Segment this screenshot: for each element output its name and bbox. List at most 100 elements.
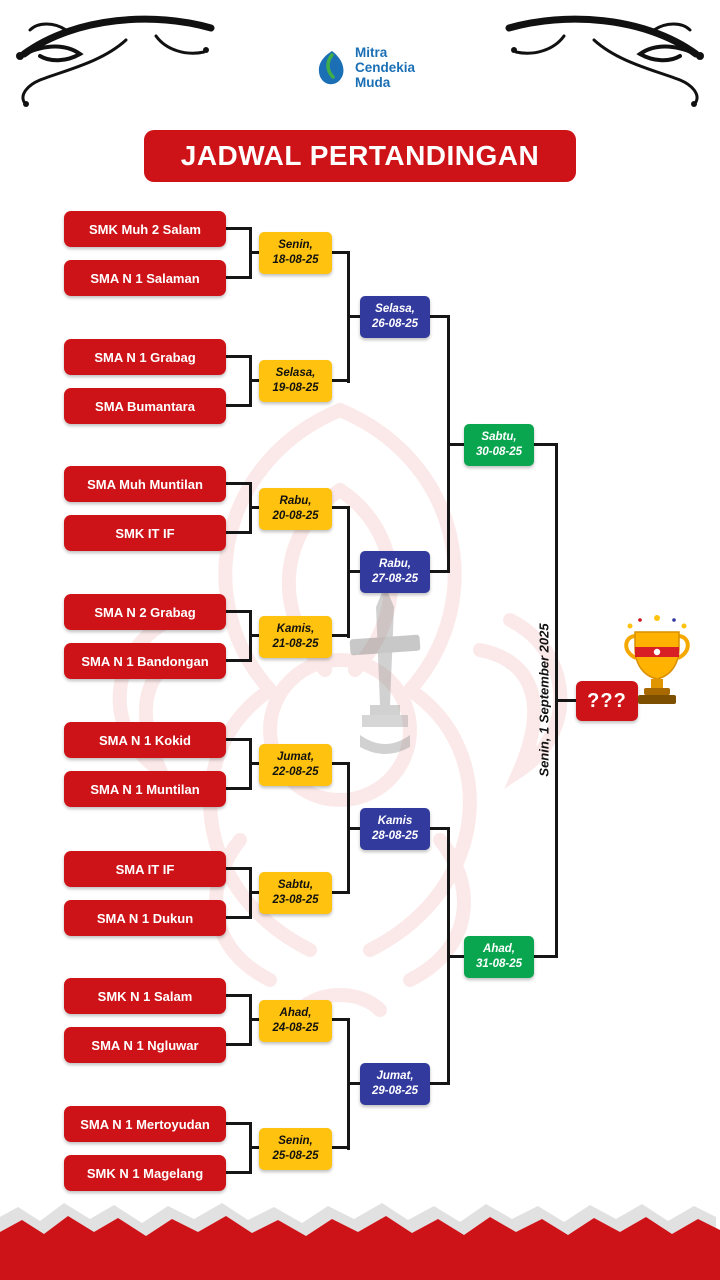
bracket-line <box>226 531 252 534</box>
match-date-round1: Kamis, 21-08-25 <box>259 616 332 658</box>
team-box: SMK N 1 Magelang <box>64 1155 226 1191</box>
bracket-line <box>249 506 262 509</box>
logo-line-3: Muda <box>355 74 391 90</box>
bracket-line <box>226 867 252 870</box>
match-date-round1: Rabu, 20-08-25 <box>259 488 332 530</box>
team-name: SMA Bumantara <box>95 398 195 414</box>
match-day: Kamis, <box>276 623 315 636</box>
corner-flourish-right-icon <box>505 15 704 107</box>
team-box: SMA N 1 Mertoyudan <box>64 1106 226 1142</box>
match-date-round1: Senin, 25-08-25 <box>259 1128 332 1170</box>
bracket-line <box>447 955 464 958</box>
match-date: 22-08-25 <box>272 766 319 778</box>
bracket-line <box>249 251 262 254</box>
team-box: SMA N 1 Dukun <box>64 900 226 936</box>
match-day: Selasa, <box>275 367 316 380</box>
bracket-line <box>347 1082 360 1085</box>
logo-line-2: Cendekia <box>355 59 416 75</box>
match-date: 18-08-25 <box>272 254 319 266</box>
team-box: SMA Bumantara <box>64 388 226 424</box>
bracket-line <box>332 251 350 254</box>
team-name: SMA N 1 Muntilan <box>90 781 200 797</box>
trophy-icon <box>624 615 690 704</box>
match-day: Sabtu, <box>481 431 517 444</box>
bracket-line <box>226 1171 252 1174</box>
team-box: SMA N 1 Salaman <box>64 260 226 296</box>
bracket-line <box>332 634 350 637</box>
team-box: SMA Muh Muntilan <box>64 466 226 502</box>
match-day: Jumat, <box>276 751 315 764</box>
team-name: SMA N 1 Bandongan <box>81 653 209 669</box>
team-name: SMK IT IF <box>115 525 175 541</box>
bracket-line <box>226 355 252 358</box>
bracket-line <box>226 994 252 997</box>
bracket-line <box>226 482 252 485</box>
team-name: SMA N 1 Ngluwar <box>91 1037 199 1053</box>
match-date: 20-08-25 <box>272 510 319 522</box>
match-date-round2: Rabu, 27-08-25 <box>360 551 430 593</box>
match-date: 23-08-25 <box>272 894 319 906</box>
logo-mark-icon <box>318 51 344 85</box>
bracket-line <box>226 916 252 919</box>
match-day: Rabu, <box>379 558 411 571</box>
final-date: Senin, 1 September 2025 <box>536 623 552 777</box>
match-date-round1: Selasa, 19-08-25 <box>259 360 332 402</box>
bracket-line <box>226 404 252 407</box>
match-date: 25-08-25 <box>272 1150 319 1162</box>
bracket-line <box>332 762 350 765</box>
bracket-line <box>226 738 252 741</box>
team-box: SMA N 1 Muntilan <box>64 771 226 807</box>
bracket-line <box>226 276 252 279</box>
bracket-line <box>447 443 464 446</box>
bracket-line <box>249 1018 262 1021</box>
bracket-line <box>332 1146 350 1149</box>
page-title: JADWAL PERTANDINGAN <box>144 130 576 182</box>
team-name: SMA Muh Muntilan <box>87 476 203 492</box>
bracket-line <box>332 891 350 894</box>
match-day: Ahad, <box>483 943 515 956</box>
team-box: SMK Muh 2 Salam <box>64 211 226 247</box>
team-box: SMA IT IF <box>64 851 226 887</box>
match-date-round3: Ahad, 31-08-25 <box>464 936 534 978</box>
monument-watermark <box>349 585 421 754</box>
match-day: Senin, <box>278 239 313 252</box>
bracket-line <box>249 379 262 382</box>
bracket-line <box>226 227 252 230</box>
bracket-line <box>249 1146 262 1149</box>
match-date-round1: Senin, 18-08-25 <box>259 232 332 274</box>
logo-line-1: Mitra <box>355 45 388 60</box>
bracket-line <box>430 827 450 830</box>
bracket-line <box>555 699 576 702</box>
team-name: SMA N 1 Kokid <box>99 732 191 748</box>
team-box: SMA N 1 Ngluwar <box>64 1027 226 1063</box>
match-date: 24-08-25 <box>272 1022 319 1034</box>
bracket-line <box>226 659 252 662</box>
match-date-round3: Sabtu, 30-08-25 <box>464 424 534 466</box>
bracket-line <box>226 787 252 790</box>
bracket-line <box>430 315 450 318</box>
match-day: Sabtu, <box>277 879 314 892</box>
bracket-line <box>534 443 558 446</box>
match-date: 28-08-25 <box>371 830 419 842</box>
bracket-line <box>226 1043 252 1046</box>
corner-flourish-left-icon <box>16 15 215 107</box>
match-date: 29-08-25 <box>371 1085 419 1097</box>
bracket-line <box>249 634 262 637</box>
match-day: Jumat, <box>376 1070 414 1083</box>
bracket-line <box>534 955 558 958</box>
match-day: Senin, <box>278 1135 313 1148</box>
match-date-round1: Sabtu, 23-08-25 <box>259 872 332 914</box>
match-day: Kamis <box>377 815 413 828</box>
match-date-round2: Jumat, 29-08-25 <box>360 1063 430 1105</box>
bracket-line <box>332 506 350 509</box>
match-date: 26-08-25 <box>371 318 419 330</box>
match-date: 31-08-25 <box>475 958 523 970</box>
page-title-text: JADWAL PERTANDINGAN <box>180 140 540 171</box>
bracket-line <box>249 762 262 765</box>
team-box: SMA N 2 Grabag <box>64 594 226 630</box>
bracket-line <box>347 570 360 573</box>
match-date-round1: Jumat, 22-08-25 <box>259 744 332 786</box>
match-day: Rabu, <box>279 495 312 508</box>
bracket-line <box>347 315 360 318</box>
